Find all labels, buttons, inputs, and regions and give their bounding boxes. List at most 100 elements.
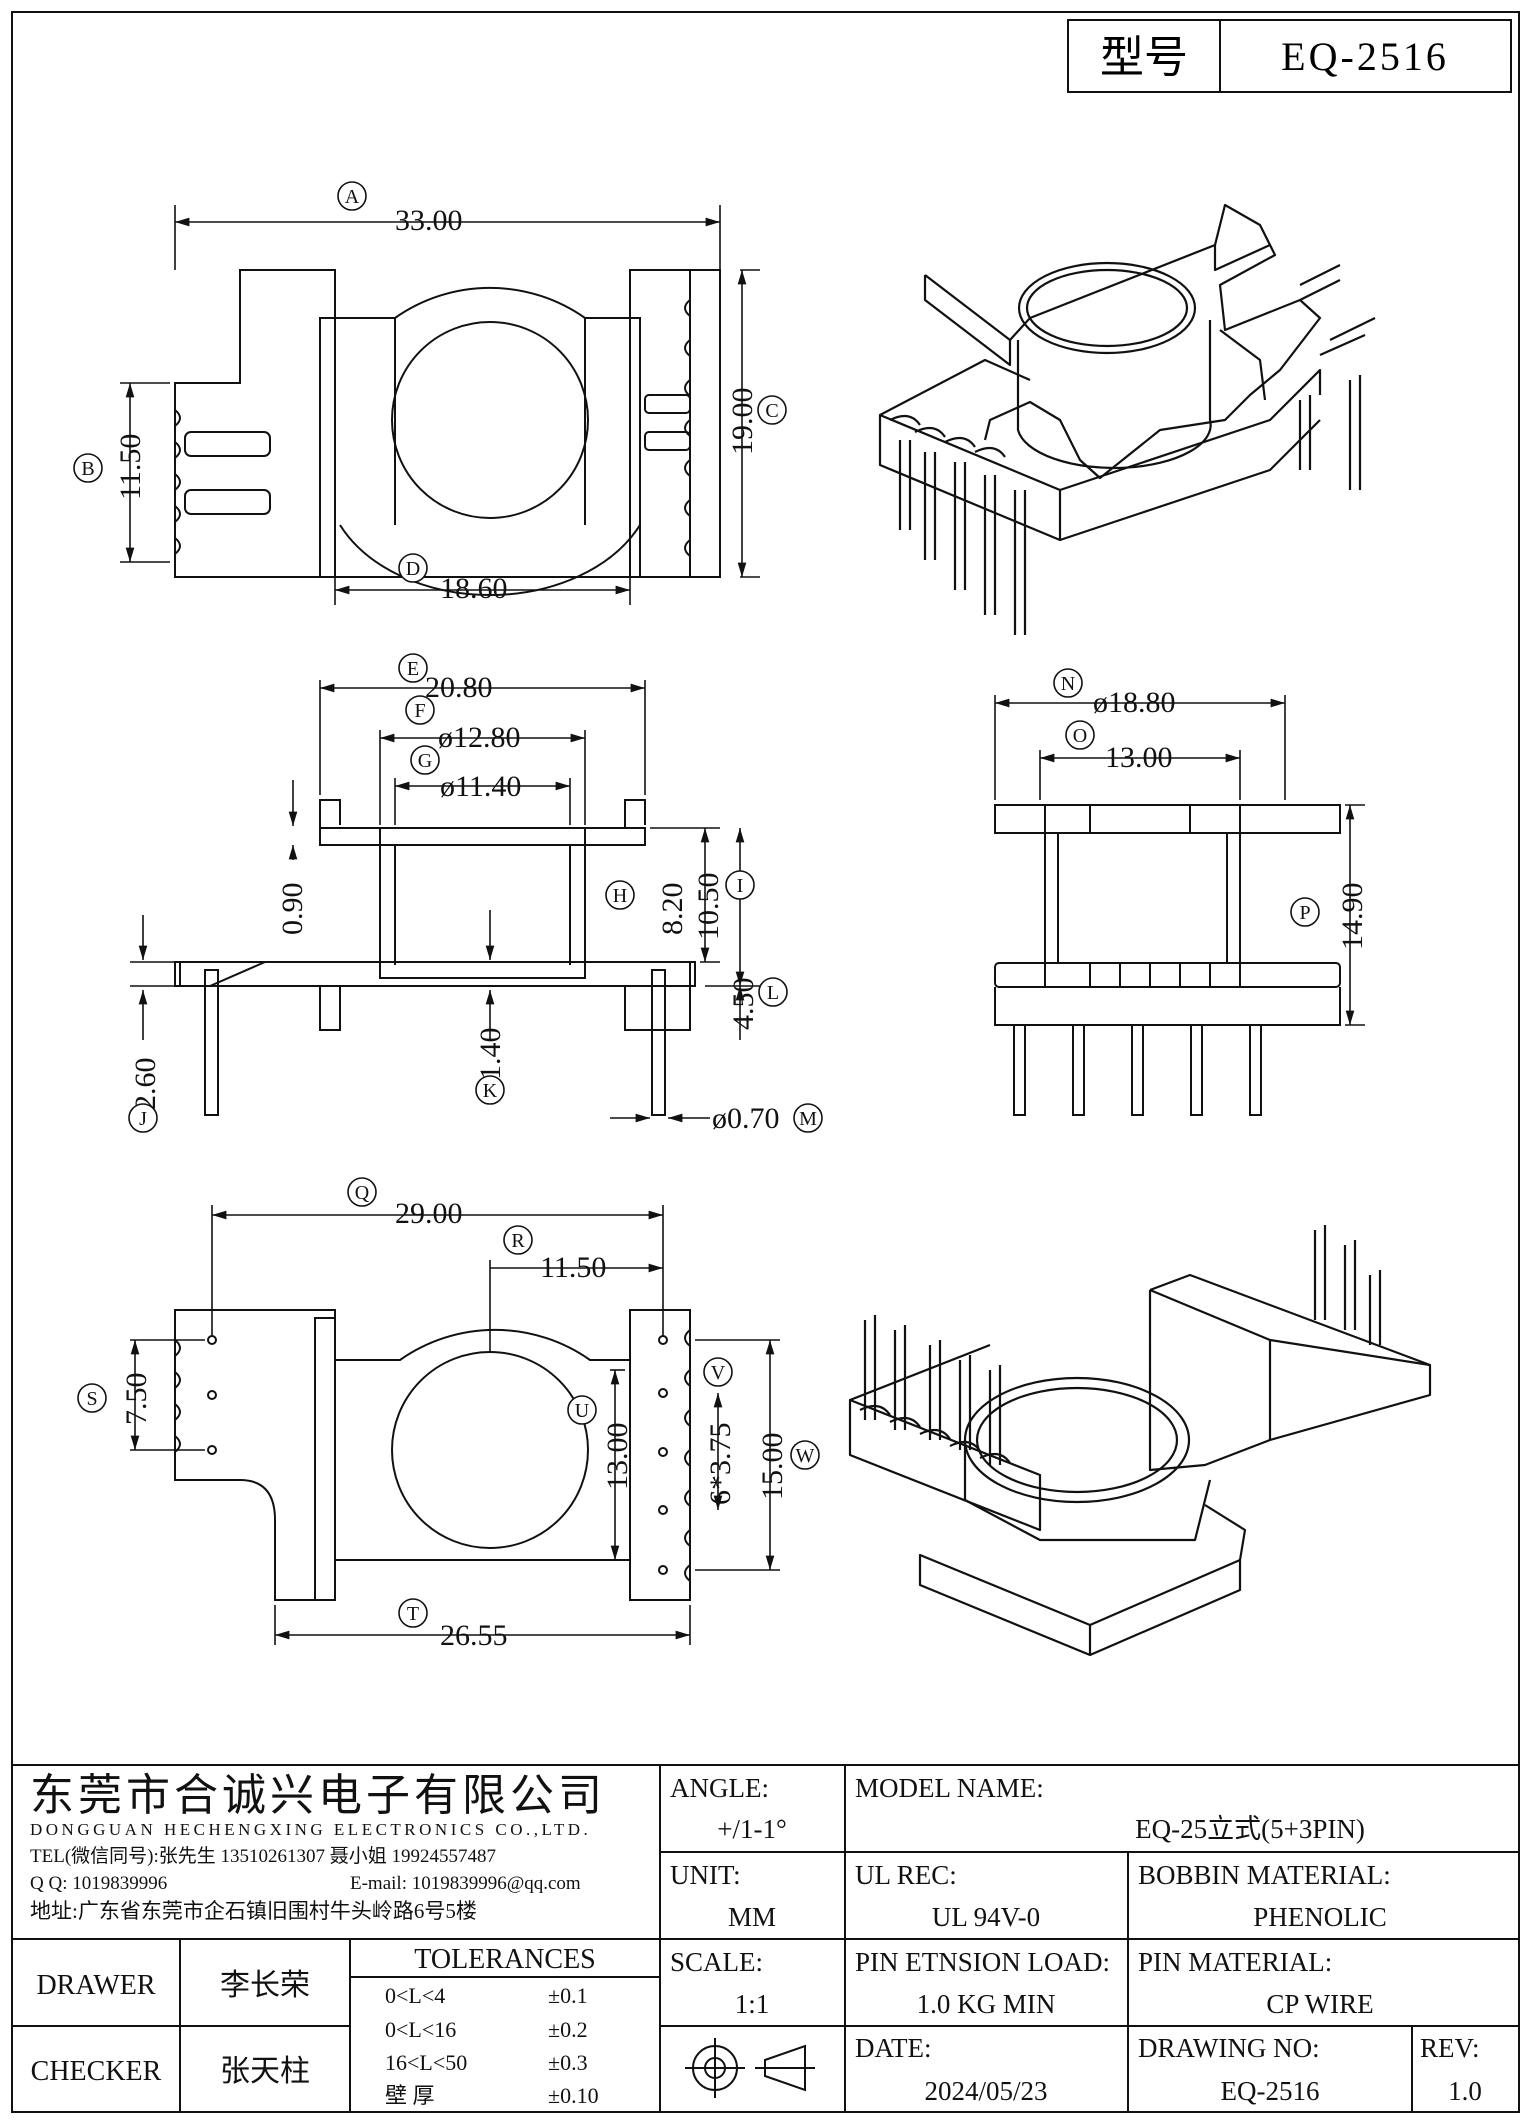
callout-o: O xyxy=(1065,720,1095,750)
dim-g-value: ø11.40 xyxy=(440,770,521,803)
bottom-view-dimensions xyxy=(130,1205,780,1645)
svg-text:D: D xyxy=(406,558,420,580)
svg-text:S: S xyxy=(86,1388,97,1410)
company-info: 东莞市合诚兴电子有限公司 DONGGUAN HECHENGXING ELECTR… xyxy=(30,1771,606,1923)
callout-s: S xyxy=(77,1383,107,1413)
tolerance-value-3: ±0.3 xyxy=(548,2050,588,2075)
callout-t: T xyxy=(398,1598,428,1628)
callout-a: A xyxy=(337,181,367,211)
svg-text:F: F xyxy=(414,700,425,722)
date-value: 2024/05/23 xyxy=(924,2076,1047,2106)
isometric-view-bottom xyxy=(848,1225,1432,1657)
svg-text:O: O xyxy=(1073,725,1087,747)
angle-value: +/1-1° xyxy=(717,1814,787,1844)
svg-text:K: K xyxy=(483,1080,498,1102)
svg-text:I: I xyxy=(737,875,744,897)
drawing-no-label: DRAWING NO: xyxy=(1138,2033,1320,2063)
tolerance-range-2: 0<L<16 xyxy=(385,2017,456,2042)
callout-q: Q xyxy=(347,1177,377,1207)
title-block-lines xyxy=(12,1764,1519,2112)
bobbin-material-label: BOBBIN MATERIAL: xyxy=(1138,1860,1391,1890)
dim-a-value: 33.00 xyxy=(395,204,463,237)
scale-label: SCALE: xyxy=(670,1947,763,1977)
top-view-dim-labels: 33.00 19.00 11.50 18.60 xyxy=(114,204,759,605)
unit-value: MM xyxy=(728,1902,776,1932)
callout-b: B xyxy=(73,453,103,483)
checker-name: 张天柱 xyxy=(220,2055,310,2088)
pin-material-label: PIN MATERIAL: xyxy=(1138,1947,1332,1977)
svg-text:Q: Q xyxy=(355,1182,370,1204)
front-section-dimensions xyxy=(130,680,760,1123)
svg-text:R: R xyxy=(511,1230,525,1252)
callout-k: K xyxy=(475,1075,505,1105)
ul-rec-label: UL REC: xyxy=(855,1860,957,1890)
angle-label: ANGLE: xyxy=(670,1773,769,1803)
dim-t-value: 26.55 xyxy=(440,1619,508,1652)
callout-n: N xyxy=(1053,668,1083,698)
callout-w: W xyxy=(790,1440,820,1470)
isometric-view-top xyxy=(878,203,1376,635)
tolerance-table: TOLERANCES 0<L<4 ±0.1 0<L<16 ±0.2 16<L<5… xyxy=(385,1944,599,2108)
dim-090-value: 0.90 xyxy=(276,883,309,936)
callout-d: D xyxy=(398,553,428,583)
callout-c: C xyxy=(757,395,787,425)
dim-l-value: 4.50 xyxy=(727,978,760,1031)
drawer-name: 李长荣 xyxy=(220,1969,310,2002)
date-label: DATE: xyxy=(855,2033,932,2063)
company-email: E-mail: 1019839996@qq.com xyxy=(350,1873,581,1894)
callout-r: R xyxy=(503,1225,533,1255)
projection-symbol-icon xyxy=(685,2038,815,2098)
pin-tension-value: 1.0 KG MIN xyxy=(917,1989,1056,2019)
drawing-no-value: EQ-2516 xyxy=(1221,2076,1320,2106)
svg-text:L: L xyxy=(767,982,779,1004)
dim-i-value: 10.50 xyxy=(692,873,725,941)
callout-j: J xyxy=(128,1103,158,1133)
checker-label: CHECKER xyxy=(31,2056,162,2087)
callout-f: F xyxy=(405,695,435,725)
unit-label: UNIT: xyxy=(670,1860,741,1890)
dim-c-value: 19.00 xyxy=(726,388,759,456)
dim-e-value: 20.80 xyxy=(425,671,493,704)
dim-j-value: 2.60 xyxy=(129,1058,162,1111)
tolerance-value-2: ±0.2 xyxy=(548,2017,588,2042)
dim-w-value: 15.00 xyxy=(756,1433,789,1501)
dim-s-value: 7.50 xyxy=(120,1373,153,1426)
svg-text:V: V xyxy=(711,1362,726,1384)
front-section-dim-labels: 20.80 ø12.80 ø11.40 0.90 8.20 10.50 4.50… xyxy=(129,671,780,1135)
svg-text:A: A xyxy=(345,186,360,208)
svg-text:P: P xyxy=(1299,902,1310,924)
dim-p-value: 14.90 xyxy=(1336,883,1369,951)
dim-r-value: 11.50 xyxy=(540,1251,606,1284)
callout-h: H xyxy=(605,880,635,910)
svg-text:C: C xyxy=(765,400,778,422)
rev-value: 1.0 xyxy=(1448,2076,1482,2106)
tolerance-range-1: 0<L<4 xyxy=(385,1983,445,2008)
front-section-view xyxy=(174,799,696,1116)
top-view-dimensions xyxy=(120,205,760,605)
top-view xyxy=(174,269,721,597)
scale-value: 1:1 xyxy=(735,1989,770,2019)
tolerance-range-4: 壁 厚 xyxy=(385,2083,435,2108)
callout-g: G xyxy=(410,745,440,775)
people-block: DRAWER 李长荣 CHECKER 张天柱 xyxy=(31,1969,310,2088)
dim-d-value: 18.60 xyxy=(440,572,508,605)
dim-n-value: ø18.80 xyxy=(1093,686,1176,719)
side-view-dim-labels: ø18.80 13.00 14.90 xyxy=(1093,686,1369,950)
dim-k-value: 1.40 xyxy=(474,1028,507,1081)
header-model-label: 型号 xyxy=(1100,33,1188,82)
callout-letters: A B C D E F G H I J K L M N O P Q R S T … xyxy=(73,181,1320,1628)
dim-v-value: 6*3.75 xyxy=(704,1423,737,1506)
company-name-cn: 东莞市合诚兴电子有限公司 xyxy=(30,1771,606,1820)
bobbin-material-value: PHENOLIC xyxy=(1253,1902,1387,1932)
model-name-label: MODEL NAME: xyxy=(855,1773,1044,1803)
callout-m: M xyxy=(793,1103,823,1133)
rev-label: REV: xyxy=(1420,2033,1480,2063)
model-name-value: EQ-25立式(5+3PIN) xyxy=(1135,1814,1365,1844)
svg-text:T: T xyxy=(407,1603,419,1625)
side-view-dimensions xyxy=(994,695,1365,1026)
sheet-border xyxy=(11,11,1520,2113)
tolerance-title: TOLERANCES xyxy=(414,1944,596,1975)
svg-text:U: U xyxy=(575,1400,590,1422)
dim-b-value: 11.50 xyxy=(114,434,147,500)
